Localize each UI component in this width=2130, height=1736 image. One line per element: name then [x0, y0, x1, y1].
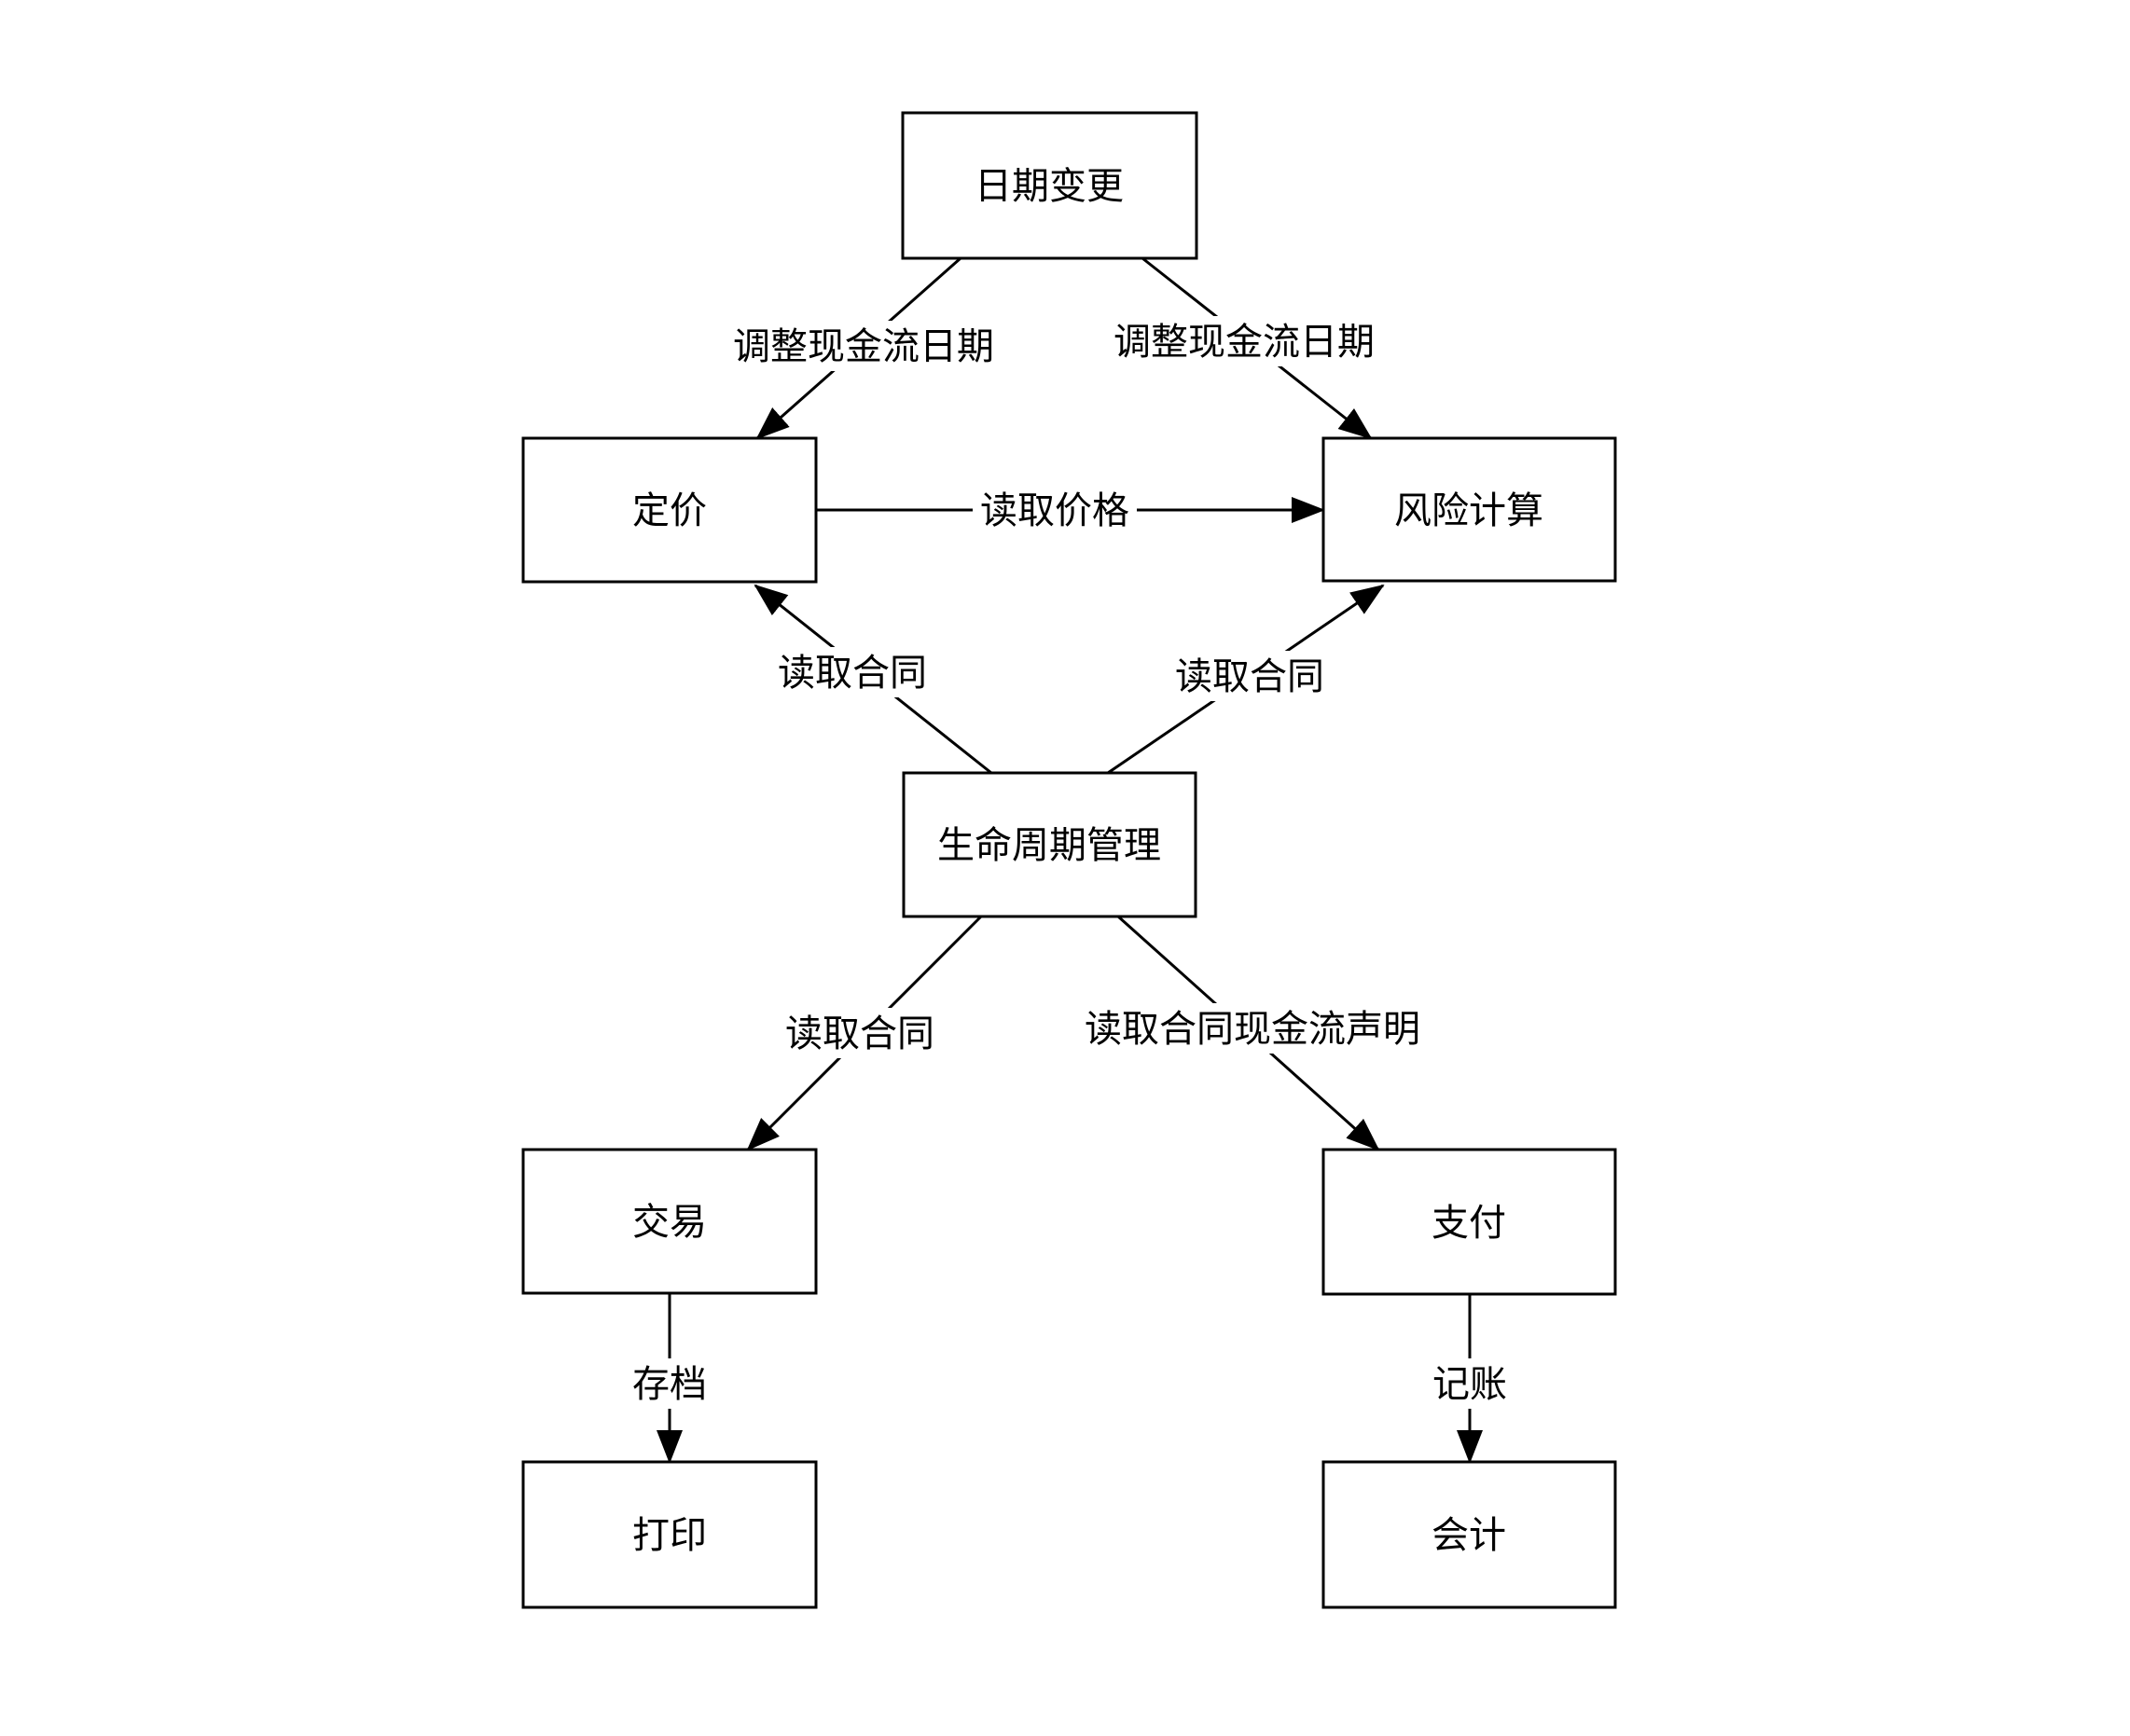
node-accounting: 会计	[1321, 1460, 1617, 1609]
node-lifecycle-management: 生命周期管理	[902, 771, 1197, 918]
node-label: 支付	[1432, 1203, 1506, 1244]
edge-label-bg	[1168, 651, 1332, 701]
edge-label-bg	[1104, 316, 1384, 366]
edge-label-read-contract-upper-right: 读取合同	[1168, 651, 1332, 701]
node-box	[521, 1460, 818, 1609]
node-printing: 打印	[521, 1460, 818, 1609]
node-pricing: 定价	[521, 436, 818, 584]
node-label: 日期变更	[975, 166, 1124, 207]
edge-label-bookkeeping: 记账	[1425, 1358, 1515, 1409]
edge-label-bg	[973, 485, 1137, 535]
node-label: 定价	[632, 490, 707, 531]
edge-label-text: 存档	[632, 1364, 707, 1405]
edge-label-bg	[778, 1008, 942, 1058]
edge-label-text: 读取合同	[778, 653, 927, 694]
node-box	[521, 436, 818, 584]
node-box	[901, 111, 1198, 260]
edge-label-text: 调整现金流日期	[1113, 322, 1375, 363]
edge-label-read-contract-upper-left: 读取合同	[770, 647, 934, 697]
node-label: 生命周期管理	[937, 825, 1161, 866]
node-label: 打印	[632, 1515, 707, 1556]
node-box	[902, 771, 1197, 918]
node-risk-calculation: 风险计算	[1321, 436, 1617, 583]
node-date-change: 日期变更	[901, 111, 1198, 260]
edge-label-bg	[1077, 1003, 1428, 1054]
edge-label-read-contract-cashflow-statement: 读取合同现金流声明	[1077, 1003, 1428, 1054]
edge-label-bg	[1425, 1358, 1515, 1409]
edge-label-text: 记账	[1432, 1364, 1507, 1405]
edge-label-read-contract-lower-left: 读取合同	[778, 1008, 942, 1058]
node-trading: 交易	[521, 1148, 818, 1295]
edge-label-bg	[724, 321, 1003, 371]
edge-label-archive: 存档	[625, 1358, 714, 1409]
node-box	[1321, 1460, 1617, 1609]
edge-label-bg	[625, 1358, 714, 1409]
edge-label-adjust-cashflow-date-left: 调整现金流日期	[724, 321, 1003, 371]
node-label: 风险计算	[1394, 490, 1543, 531]
edge-label-text: 调整现金流日期	[733, 326, 994, 367]
edge-label-adjust-cashflow-date-right: 调整现金流日期	[1104, 316, 1384, 366]
node-box	[1321, 436, 1617, 583]
edge-label-read-price: 读取价格	[973, 485, 1137, 535]
edge-label-text: 读取价格	[980, 490, 1129, 531]
node-label: 交易	[632, 1202, 707, 1243]
edge-label-text: 读取合同现金流声明	[1085, 1009, 1420, 1050]
edge-label-bg	[770, 647, 934, 697]
edge-label-text: 读取合同	[1175, 656, 1324, 697]
node-label: 会计	[1432, 1515, 1506, 1556]
node-payment: 支付	[1321, 1148, 1617, 1296]
node-box	[521, 1148, 818, 1295]
edge-label-text: 读取合同	[785, 1013, 934, 1054]
node-box	[1321, 1148, 1617, 1296]
